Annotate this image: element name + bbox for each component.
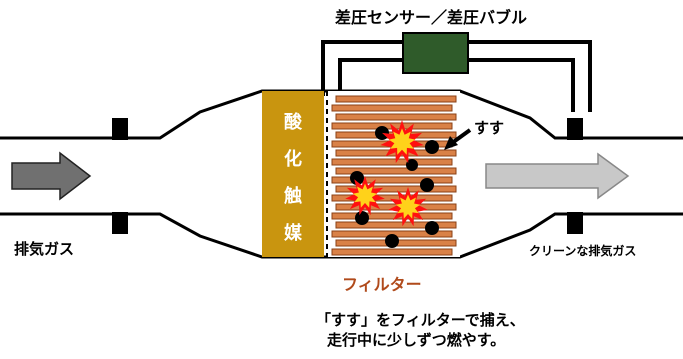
soot-particle: [425, 140, 439, 154]
catalyst-char: 化: [284, 149, 302, 170]
combustion-flash-core: [395, 194, 421, 219]
soot-particle: [425, 221, 439, 235]
inlet-flange-bottom: [112, 212, 128, 234]
catalyst-char: 触: [284, 186, 302, 207]
soot-particles: [350, 126, 439, 248]
caption-line-1: 「すす」をフィルターで捕え、: [316, 311, 525, 329]
filter-channel: [335, 113, 457, 121]
catalyst-char: 酸: [284, 112, 302, 133]
soot-particle: [420, 178, 434, 192]
catalyst-label: 酸 化 触 媒: [262, 91, 324, 257]
outlet-flange-top: [567, 118, 583, 140]
filter-channel: [335, 167, 457, 175]
inlet-arrow: [11, 151, 92, 201]
sensor-label: 差圧センサー／差圧バブル: [335, 8, 528, 27]
filter-channel: [335, 221, 457, 229]
outlet-arrow: [485, 152, 630, 200]
filter-label: フィルター: [342, 275, 422, 294]
soot-particle: [385, 234, 399, 248]
outlet-flange-bottom: [567, 212, 583, 234]
catalyst-char: 媒: [284, 223, 302, 244]
filter-channel: [331, 212, 453, 220]
filter-channel: [331, 104, 453, 112]
sensor-tubing: [321, 40, 592, 112]
filter-block: [328, 91, 460, 257]
filter-channel: [335, 95, 457, 103]
combustion-flash-core: [352, 183, 378, 208]
differential-pressure-sensor-box: [402, 32, 469, 74]
filter-channel: [331, 194, 453, 202]
soot-particle: [355, 211, 369, 225]
filter-channel: [331, 158, 453, 166]
soot-label: すす: [474, 119, 505, 137]
combustion-flash-core: [388, 128, 416, 155]
soot-particle: [375, 126, 389, 140]
filter-channel: [331, 248, 453, 256]
soot-particle: [406, 159, 418, 171]
combustion-flashes: [345, 120, 428, 227]
filter-channel: [331, 176, 453, 184]
flanges: [112, 118, 583, 234]
clean-exhaust-label: クリーンな排気ガス: [529, 244, 637, 258]
caption-line-2: 走行中に少しずつ燃やす。: [327, 331, 506, 349]
soot-particle: [350, 171, 364, 185]
filter-channel: [335, 185, 457, 193]
oxidation-catalyst-block: [262, 91, 324, 257]
inlet-flange-top: [112, 118, 128, 140]
soot-pointer-arrow: [444, 128, 472, 150]
exhaust-in-label: 排気ガス: [14, 240, 75, 258]
